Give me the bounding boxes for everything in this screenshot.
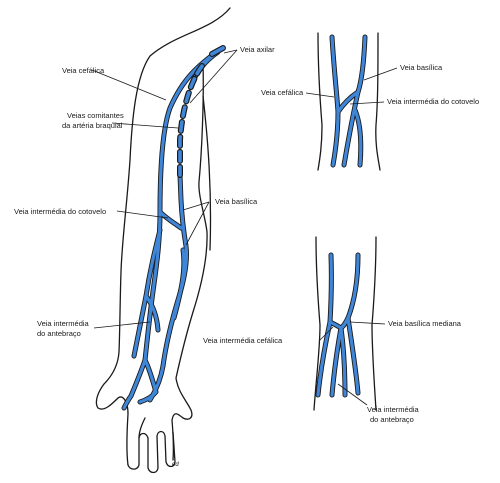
elbow-diagram-bottom: Veia intermédia cefálica Veia basílica m…: [203, 236, 462, 424]
label-arm-median-cubital: Veia intermédia do cotovelo: [14, 207, 106, 216]
label-top-median-cubital: Veia intermédia do cotovelo: [387, 97, 479, 106]
label-arm-cephalic: Veia cefálica: [62, 66, 105, 75]
arm-veins: [121, 45, 226, 411]
arm-median-cubital-vein: [158, 210, 183, 230]
label-arm-brachial-line2: da artéria braquial: [62, 121, 123, 130]
elbow-top-veins: [329, 34, 368, 168]
elbow-top-leader-lines: [305, 67, 398, 105]
elbow-bottom-leader-lines: [319, 321, 386, 406]
label-top-cephalic: Veia cefálica: [261, 88, 304, 97]
elbow-bottom-outline: [313, 236, 377, 411]
label-arm-axillary: Veia axilar: [240, 45, 275, 54]
label-bottom-median-basilic: Veia basílica mediana: [388, 319, 462, 328]
label-arm-brachial-line1: Veias comitantes: [67, 111, 124, 120]
elbow-top-labels: Veia basílica Veia cefálica Veia intermé…: [261, 63, 479, 106]
elbow-bottom-labels: Veia intermédia cefálica Veia basílica m…: [203, 319, 462, 424]
elbow-bottom-veins: [315, 252, 361, 398]
elbow-top-outline: [317, 32, 381, 171]
arm-hand-vein-network: [122, 358, 165, 410]
arm-axillary-vein: [210, 46, 225, 56]
elbow-top-basilic-vein: [356, 35, 367, 94]
label-arm-basilic: Veia basílica: [215, 197, 258, 206]
artist-signature: ed: [172, 462, 179, 468]
label-arm-median-forearm-line2: do antebraço: [37, 329, 81, 338]
label-arm-median-forearm-line1: Veia intermédia: [37, 319, 90, 328]
label-bottom-median-forearm-line1: Veia intermédia: [367, 405, 420, 414]
elbow-bottom-median-forearm-vein: [330, 326, 343, 397]
arm-brachial-comitant-veins: [177, 63, 205, 178]
label-bottom-median-cephalic: Veia intermédia cefálica: [203, 336, 283, 345]
label-bottom-median-forearm-line2: do antebraço: [370, 415, 414, 424]
arm-labels: Veia cefálica Veia axilar Veias comitant…: [14, 45, 275, 468]
elbow-diagram-top: Veia basílica Veia cefálica Veia intermé…: [261, 32, 479, 171]
arm-diagram: Veia cefálica Veia axilar Veias comitant…: [14, 7, 275, 474]
arm-outline: [95, 7, 231, 474]
label-top-basilic: Veia basílica: [400, 63, 443, 72]
arm-leader-lines: [91, 49, 238, 329]
